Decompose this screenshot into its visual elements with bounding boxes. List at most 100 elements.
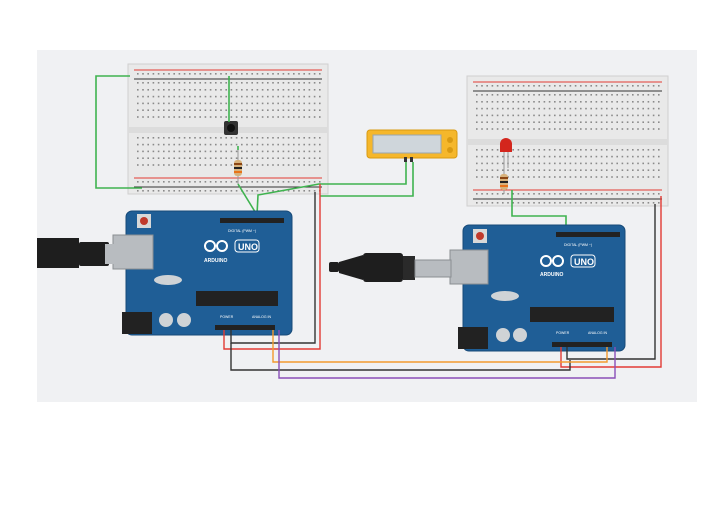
breadboard-hole <box>157 164 160 166</box>
breadboard-hole <box>621 94 624 96</box>
breadboard-hole <box>616 202 618 204</box>
breadboard-hole <box>569 128 572 130</box>
breadboard-hole <box>313 82 316 84</box>
resistor-right[interactable] <box>500 168 508 194</box>
usb-cable-left[interactable] <box>37 238 115 268</box>
breadboard-hole <box>590 155 592 158</box>
wire-green[interactable] <box>95 75 567 232</box>
breadboard-hole <box>642 149 644 151</box>
breadboard-hole <box>225 137 227 139</box>
breadboard-hole <box>496 121 499 123</box>
breadboard-hole <box>235 181 238 183</box>
breadboard-hole <box>246 82 248 84</box>
usb-cable-right[interactable] <box>329 253 452 282</box>
breadboard-hole <box>256 109 259 111</box>
breadboard-hole <box>147 82 149 84</box>
breadboard-hole <box>491 149 494 151</box>
breadboard-hole <box>528 202 530 204</box>
breadboard-hole <box>626 107 629 110</box>
breadboard-hole <box>496 85 499 87</box>
breadboard-hole <box>230 116 233 118</box>
breadboard-hole <box>533 169 535 171</box>
breadboard-hole <box>522 162 525 165</box>
breadboard-hole <box>230 73 233 75</box>
breadboard-hole <box>168 82 170 84</box>
breadboard-hole <box>293 95 295 98</box>
breadboard-hole <box>486 114 488 117</box>
breadboard-hole <box>308 73 311 75</box>
wire-purple[interactable] <box>278 330 616 379</box>
breadboard-hole <box>517 193 520 195</box>
breadboard-hole <box>616 128 618 130</box>
breadboard-hole <box>595 121 598 123</box>
wire-red-left[interactable] <box>223 184 321 350</box>
breadboard-hole <box>528 85 530 87</box>
breadboard-hole <box>293 73 295 75</box>
arduino-uno-right[interactable]: ARDUINO UNO DIGITAL (PWM ~) POWER ANALOG… <box>449 224 626 352</box>
wire-orange[interactable] <box>272 330 608 363</box>
breadboard-hole <box>303 109 305 111</box>
breadboard-hole <box>157 73 160 75</box>
breadboard-hole <box>574 101 577 103</box>
breadboard-hole <box>199 82 201 84</box>
breadboard-hole <box>183 116 186 118</box>
breadboard-hole <box>647 121 650 123</box>
breadboard-hole <box>199 102 201 105</box>
breadboard-hole <box>303 73 305 75</box>
breadboard-hole <box>272 150 274 153</box>
breadboard-hole <box>215 116 217 118</box>
wire-red-right[interactable] <box>560 196 662 368</box>
breadboard-hole <box>246 164 248 166</box>
breadboard-hole <box>225 82 227 84</box>
breadboard-hole <box>251 181 253 183</box>
breadboard-hole <box>491 114 494 117</box>
breadboard-hole <box>209 164 212 166</box>
breadboard-hole <box>230 109 233 111</box>
breadboard-hole <box>548 155 551 158</box>
breadboard-hole <box>163 164 165 166</box>
breadboard-hole <box>533 128 535 130</box>
resistor-left[interactable] <box>234 150 242 184</box>
breadboard-hole <box>496 114 499 117</box>
arduino-uno-left[interactable]: ARDUINO UNO DIGITAL (PWM ~) POWER ANALOG… <box>112 210 293 336</box>
breadboard-hole <box>282 82 285 84</box>
breadboard-hole <box>585 121 587 123</box>
breadboard-hole <box>496 94 499 96</box>
breadboard-hole <box>298 116 300 118</box>
breadboard-hole <box>632 176 634 178</box>
push-button[interactable] <box>224 121 238 135</box>
breadboard-hole <box>183 102 186 105</box>
breadboard-hole <box>204 73 207 75</box>
lcd-display[interactable] <box>366 129 458 162</box>
breadboard-hole <box>637 176 639 178</box>
breadboard-hole <box>642 128 644 130</box>
breadboard-hole <box>308 102 311 105</box>
breadboard-hole <box>637 162 639 165</box>
breadboard-hole <box>272 137 274 139</box>
breadboard-hole <box>517 114 520 117</box>
breadboard-hole <box>308 157 311 159</box>
breadboard-hole <box>225 95 227 98</box>
breadboard-hole <box>580 155 582 158</box>
breadboard-hole <box>277 89 279 91</box>
breadboard-hole <box>647 176 650 178</box>
breadboard-hole <box>147 190 149 192</box>
wire-black-right[interactable] <box>566 204 656 360</box>
breadboard-right[interactable] <box>466 75 669 207</box>
breadboard-hole <box>637 121 639 123</box>
breadboard-hole <box>548 107 551 110</box>
breadboard-hole <box>543 107 546 110</box>
breadboard-hole <box>272 73 274 75</box>
breadboard-hole <box>564 128 566 130</box>
breadboard-hole <box>621 85 624 87</box>
wire-black-ground-shared[interactable] <box>230 343 571 371</box>
breadboard-hole <box>199 73 201 75</box>
breadboard-hole <box>298 82 300 84</box>
breadboard-hole <box>502 85 504 87</box>
led-red[interactable] <box>500 138 512 168</box>
breadboard-hole <box>481 107 483 110</box>
breadboard-hole <box>491 107 494 110</box>
breadboard-hole <box>476 107 478 110</box>
breadboard-hole <box>502 162 504 165</box>
breadboard-hole <box>194 82 196 84</box>
